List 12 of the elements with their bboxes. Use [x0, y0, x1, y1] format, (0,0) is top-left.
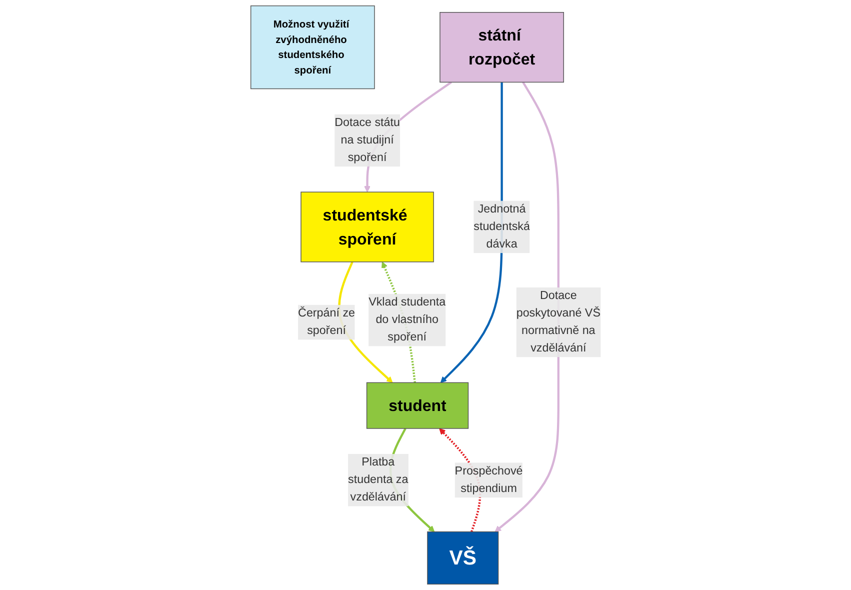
edge-label: Čerpání ze spoření: [298, 307, 355, 337]
node-box: studentské spoření: [300, 192, 434, 262]
edge-label: Jednotná studentská dávka: [474, 202, 530, 250]
node-box: státní rozpočet: [439, 12, 564, 83]
node-box: VŠ: [426, 531, 498, 585]
edge-label: Platba studenta za vzdělávání: [348, 456, 408, 504]
edge-label: Dotace státu na studijní spoření: [334, 116, 400, 164]
edge-label: Vklad studenta do vlastního spoření: [368, 296, 446, 344]
edge-label: Dotace poskytované VŠ normativně na vzdělávání: [516, 290, 600, 354]
node-box: Možnost využití zvýhodněného studentského spoření: [250, 5, 375, 90]
edge-label: Prospěchové stipendium: [454, 464, 523, 495]
node-box: student: [366, 382, 468, 429]
